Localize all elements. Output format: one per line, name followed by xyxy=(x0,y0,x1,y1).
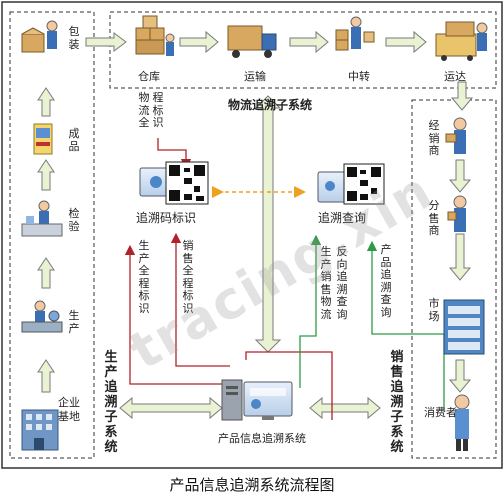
consumer-icon xyxy=(454,394,470,451)
sub-distributor-icon xyxy=(447,195,467,232)
up-arrow-1 xyxy=(37,87,55,117)
label-product-trace-query: 产品追溯查询 xyxy=(380,243,392,319)
red-trace-lines xyxy=(124,138,333,420)
truck-icon xyxy=(227,25,277,58)
label-production: 生产 xyxy=(68,309,80,335)
green-query-lines xyxy=(299,234,445,410)
arrival-icon xyxy=(435,21,488,61)
label-sales-trace-subsystem: 销售追溯子系统 xyxy=(390,350,404,455)
inspection-icon xyxy=(21,200,63,237)
arrow-arrival-down xyxy=(450,81,474,111)
top-flow-arrows xyxy=(179,30,427,54)
label-trace-query: 追溯查询 xyxy=(318,211,367,225)
label-distributor: 经销商 xyxy=(428,119,440,158)
label-enterprise-base: 企业基地 xyxy=(58,396,80,423)
label-arrival: 运达 xyxy=(444,70,466,83)
up-arrow-4 xyxy=(37,359,55,393)
outer-frame xyxy=(1,1,503,469)
market-icon xyxy=(443,299,485,355)
label-reverse-trace-query: 反向追溯查询 xyxy=(336,245,348,321)
product-info-system-graphic xyxy=(221,379,293,421)
label-market: 市场 xyxy=(428,297,440,323)
distributor-icon xyxy=(445,117,467,154)
label-sub-distributor: 分售商 xyxy=(428,199,440,238)
top-dashed-box xyxy=(109,11,497,89)
label-transfer: 中转 xyxy=(348,70,370,83)
label-warehouse: 仓库 xyxy=(138,70,160,83)
label-logistics-full-process-id-col2: 程标识 xyxy=(152,91,164,130)
left-dashed-box xyxy=(9,11,95,459)
label-consumer: 消费者 xyxy=(424,406,457,419)
label-packaging: 包装 xyxy=(68,25,80,51)
packaging-icon xyxy=(21,20,58,53)
transfer-icon xyxy=(335,16,375,51)
finished-product-icon xyxy=(33,123,53,155)
label-finished-product: 成品 xyxy=(68,127,80,153)
up-arrow-3 xyxy=(37,257,55,289)
label-trace-code-id: 追溯码标识 xyxy=(136,211,197,225)
diagram-caption: 产品信息追溯系统流程图 xyxy=(169,476,335,494)
label-production-trace-subsystem: 生产追溯子系统 xyxy=(104,350,118,455)
label-transport: 运输 xyxy=(244,70,266,83)
label-inspection: 检验 xyxy=(68,207,80,233)
trace-code-id-graphic xyxy=(139,161,209,205)
right-down-arrows xyxy=(448,159,472,393)
logistics-double-arrow xyxy=(254,95,282,353)
trace-query-graphic xyxy=(317,163,385,205)
enterprise-base-icon xyxy=(21,409,59,451)
up-arrow-2 xyxy=(37,159,55,191)
arrow-pack-to-warehouse xyxy=(85,32,127,52)
left-up-arrows xyxy=(37,87,55,393)
label-production-sales-logistics: 生产销售物流 xyxy=(320,245,332,321)
label-logistics-full-process-id: 物流全 xyxy=(138,91,150,130)
production-icon xyxy=(21,300,63,333)
label-production-full-process-id: 生产全程标识 xyxy=(138,239,150,315)
production-double-arrow xyxy=(119,396,223,420)
label-product-info-system: 产品信息追溯系统 xyxy=(218,432,306,445)
warehouse-icon xyxy=(135,15,175,56)
label-sales-full-process-id: 销售全程标识 xyxy=(182,239,194,315)
label-logistics-subsystem: 物流追溯子系统 xyxy=(228,98,313,112)
sales-double-arrow xyxy=(309,396,381,420)
